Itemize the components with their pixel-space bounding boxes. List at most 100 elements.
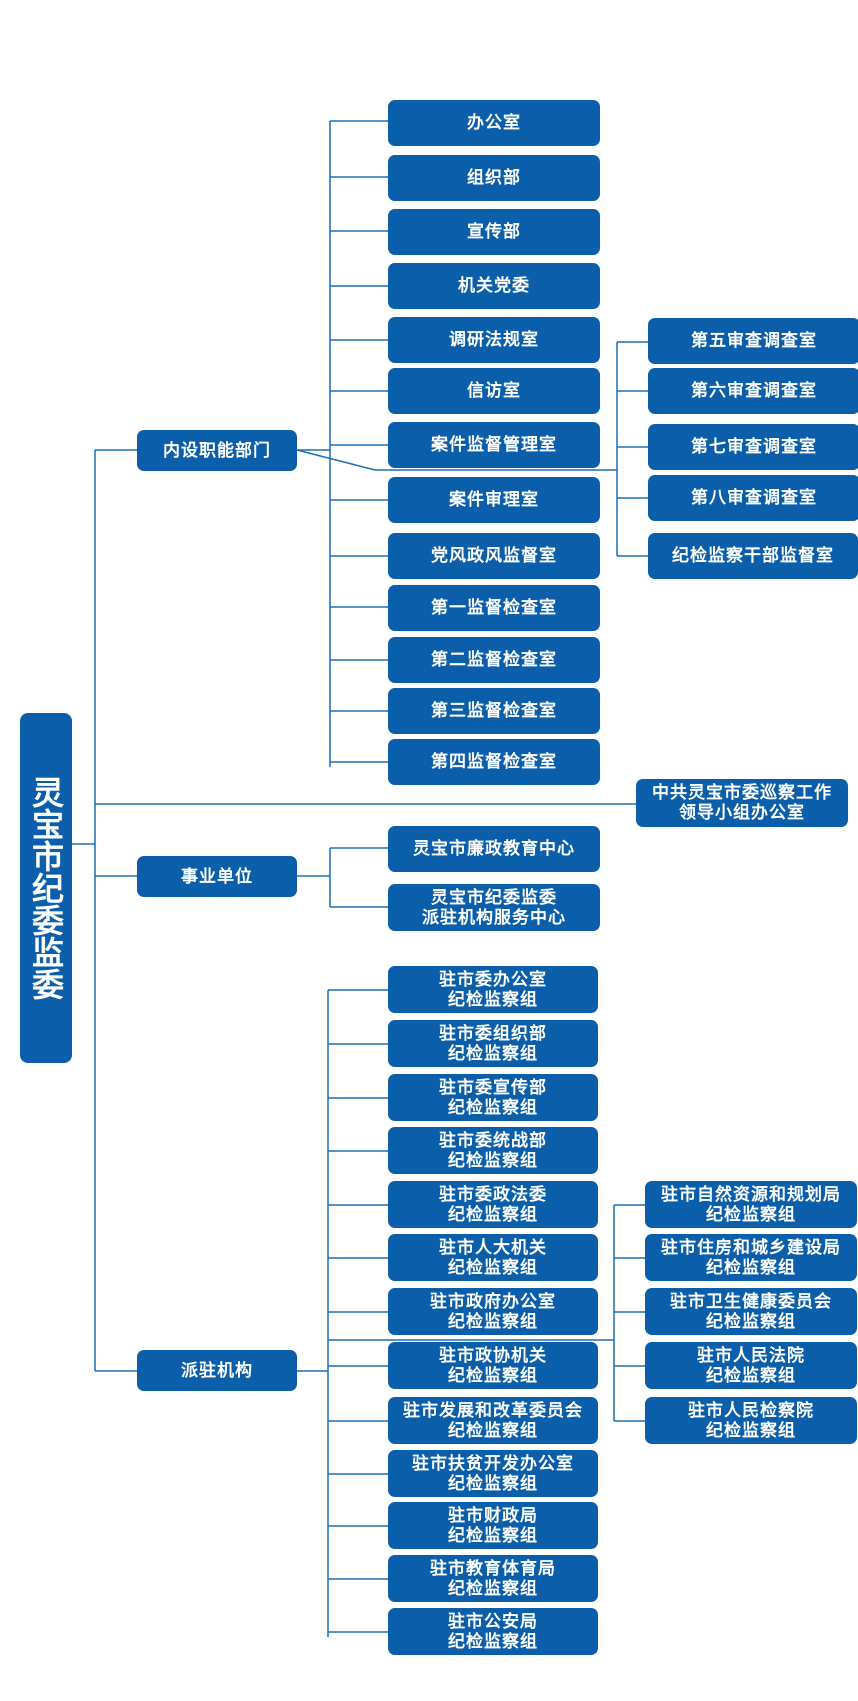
root-node: 灵宝市纪委监委 xyxy=(20,713,72,1063)
node-label: 第四监督检查室 xyxy=(431,752,557,772)
inspection-office: 中共灵宝市委巡察工作 领导小组办公室 xyxy=(636,779,848,827)
internal-dept: 宣传部 xyxy=(388,209,600,255)
internal-dept: 办公室 xyxy=(388,100,600,146)
node-label-line2: 纪检监察组 xyxy=(706,1311,796,1332)
stationed-group: 驻市委政法委纪检监察组 xyxy=(388,1181,598,1228)
node-label: 第三监督检查室 xyxy=(431,701,557,721)
node-label: 第七审查调查室 xyxy=(691,437,817,457)
node-label-line2: 纪检监察组 xyxy=(706,1365,796,1386)
branch-label: 派驻机构 xyxy=(181,1360,253,1381)
node-label-line1: 驻市政府办公室 xyxy=(430,1291,556,1312)
node-label-line1: 驻市人大机关 xyxy=(439,1237,547,1258)
branch-public-institutions: 事业单位 xyxy=(137,856,297,897)
stationed-group-right: 驻市住房和城乡建设局纪检监察组 xyxy=(645,1234,857,1281)
node-label-line1: 驻市发展和改革委员会 xyxy=(403,1400,583,1421)
node-label-line2: 派驻机构服务中心 xyxy=(422,907,566,928)
stationed-group: 驻市委办公室纪检监察组 xyxy=(388,966,598,1013)
review-office: 第五审查调查室 xyxy=(648,318,858,364)
node-label-line2: 纪检监察组 xyxy=(448,1631,538,1652)
node-label-line2: 纪检监察组 xyxy=(448,1311,538,1332)
stationed-group: 驻市扶贫开发办公室纪检监察组 xyxy=(388,1450,598,1497)
review-office: 纪检监察干部监督室 xyxy=(648,533,858,579)
node-label-line2: 纪检监察组 xyxy=(448,1204,538,1225)
stationed-group: 驻市财政局纪检监察组 xyxy=(388,1502,598,1549)
node-label-line1: 驻市教育体育局 xyxy=(430,1558,556,1579)
stationed-group-right: 驻市自然资源和规划局纪检监察组 xyxy=(645,1181,857,1228)
stationed-group: 驻市公安局纪检监察组 xyxy=(388,1608,598,1655)
branch-label: 事业单位 xyxy=(181,866,253,887)
node-label-line2: 纪检监察组 xyxy=(448,1150,538,1171)
node-label: 第五审查调查室 xyxy=(691,331,817,351)
node-label-line2: 纪检监察组 xyxy=(448,1525,538,1546)
node-label: 办公室 xyxy=(467,113,521,133)
internal-dept: 组织部 xyxy=(388,155,600,201)
node-label-line2: 纪检监察组 xyxy=(706,1420,796,1441)
node-label: 机关党委 xyxy=(458,276,530,296)
stationed-group: 驻市发展和改革委员会纪检监察组 xyxy=(388,1397,598,1444)
node-label-line1: 驻市自然资源和规划局 xyxy=(661,1184,841,1205)
node-label-line2: 纪检监察组 xyxy=(448,989,538,1010)
node-label: 调研法规室 xyxy=(449,330,539,350)
public-institution: 灵宝市纪委监委 派驻机构服务中心 xyxy=(388,884,600,931)
node-label: 党风政风监督室 xyxy=(431,546,557,566)
internal-dept: 第三监督检查室 xyxy=(388,688,600,734)
internal-dept: 案件审理室 xyxy=(388,477,600,523)
internal-dept: 案件监督管理室 xyxy=(388,422,600,468)
stationed-group: 驻市政协机关纪检监察组 xyxy=(388,1342,598,1389)
internal-dept: 第四监督检查室 xyxy=(388,739,600,785)
branch-label: 内设职能部门 xyxy=(163,440,271,461)
node-label-line2: 纪检监察组 xyxy=(448,1473,538,1494)
internal-dept: 党风政风监督室 xyxy=(388,533,600,579)
node-label-line1: 驻市委政法委 xyxy=(439,1184,547,1205)
node-label-line1: 灵宝市纪委监委 xyxy=(431,887,557,908)
stationed-group-right: 驻市卫生健康委员会纪检监察组 xyxy=(645,1288,857,1335)
node-label-line1: 驻市财政局 xyxy=(448,1505,538,1526)
stationed-group: 驻市教育体育局纪检监察组 xyxy=(388,1555,598,1602)
internal-dept: 信访室 xyxy=(388,368,600,414)
node-label-line1: 驻市人民法院 xyxy=(697,1345,805,1366)
node-label: 案件监督管理室 xyxy=(431,435,557,455)
review-office: 第六审查调查室 xyxy=(648,368,858,414)
node-label-line2: 纪检监察组 xyxy=(448,1097,538,1118)
branch-stationed-agencies: 派驻机构 xyxy=(137,1350,297,1391)
node-label-line1: 驻市公安局 xyxy=(448,1611,538,1632)
stationed-group: 驻市委统战部纪检监察组 xyxy=(388,1127,598,1174)
stationed-group: 驻市政府办公室纪检监察组 xyxy=(388,1288,598,1335)
node-label: 案件审理室 xyxy=(449,490,539,510)
node-label-line2: 纪检监察组 xyxy=(448,1578,538,1599)
stationed-group-right: 驻市人民检察院纪检监察组 xyxy=(645,1397,857,1444)
node-label-line1: 驻市委办公室 xyxy=(439,969,547,990)
internal-dept: 机关党委 xyxy=(388,263,600,309)
branch-internal-departments: 内设职能部门 xyxy=(137,430,297,471)
stationed-group: 驻市人大机关纪检监察组 xyxy=(388,1234,598,1281)
node-label-line2: 纪检监察组 xyxy=(706,1204,796,1225)
stationed-group: 驻市委组织部纪检监察组 xyxy=(388,1020,598,1067)
node-label-line1: 驻市委组织部 xyxy=(439,1023,547,1044)
public-institution: 灵宝市廉政教育中心 xyxy=(388,826,600,872)
internal-dept: 第二监督检查室 xyxy=(388,637,600,683)
node-label: 第六审查调查室 xyxy=(691,381,817,401)
node-label-line2: 纪检监察组 xyxy=(448,1257,538,1278)
stationed-group-right: 驻市人民法院纪检监察组 xyxy=(645,1342,857,1389)
node-label: 组织部 xyxy=(467,168,521,188)
node-label: 第一监督检查室 xyxy=(431,598,557,618)
review-office: 第七审查调查室 xyxy=(648,424,858,470)
node-label-line1: 驻市卫生健康委员会 xyxy=(670,1291,832,1312)
node-label: 宣传部 xyxy=(467,222,521,242)
node-label-line1: 驻市人民检察院 xyxy=(688,1400,814,1421)
node-label-line1: 灵宝市廉政教育中心 xyxy=(413,839,575,859)
node-label-line1: 驻市住房和城乡建设局 xyxy=(661,1237,841,1258)
node-label: 第八审查调查室 xyxy=(691,488,817,508)
node-label: 纪检监察干部监督室 xyxy=(672,546,834,566)
review-office: 第八审查调查室 xyxy=(648,475,858,521)
node-label-line2: 纪检监察组 xyxy=(448,1043,538,1064)
node-label-line1: 驻市扶贫开发办公室 xyxy=(412,1453,574,1474)
node-label: 第二监督检查室 xyxy=(431,650,557,670)
node-label: 信访室 xyxy=(467,381,521,401)
root-label: 灵宝市纪委监委 xyxy=(27,776,65,1000)
stationed-group: 驻市委宣传部纪检监察组 xyxy=(388,1074,598,1121)
node-label-line1: 驻市委宣传部 xyxy=(439,1077,547,1098)
node-label-line2: 纪检监察组 xyxy=(448,1420,538,1441)
node-label-line2: 纪检监察组 xyxy=(706,1257,796,1278)
